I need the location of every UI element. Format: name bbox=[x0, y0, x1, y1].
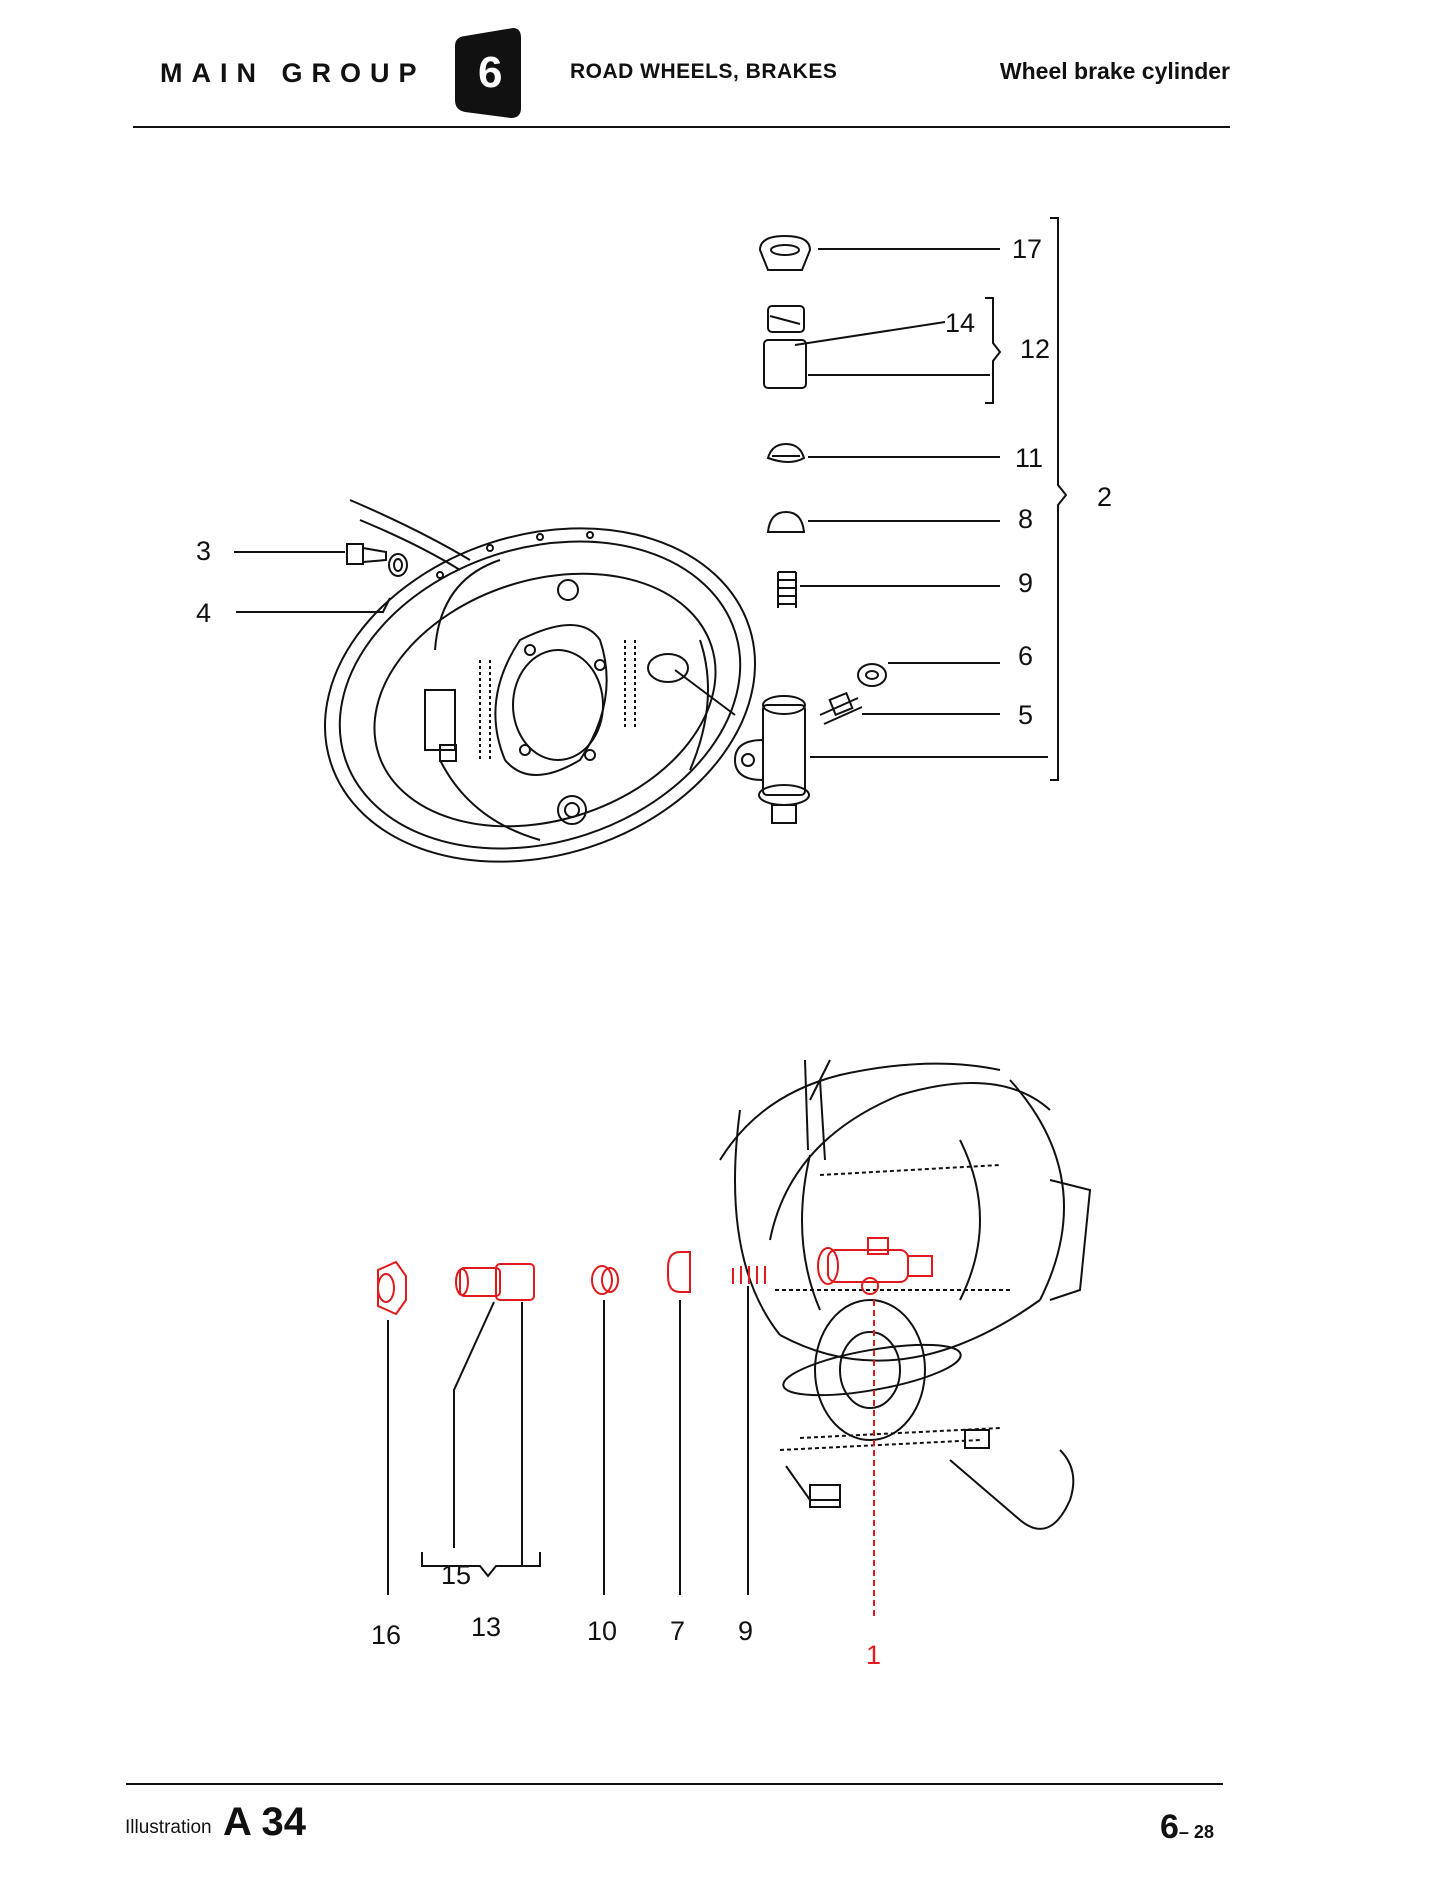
callout-5: 5 bbox=[1018, 700, 1033, 730]
callout-13: 13 bbox=[471, 1612, 501, 1642]
red-piston-assembly-icon bbox=[455, 1263, 535, 1301]
red-cup-filler-icon bbox=[667, 1251, 691, 1293]
hex-bolt-icon bbox=[346, 543, 387, 565]
header-rule bbox=[133, 126, 1230, 128]
red-spring-icon bbox=[732, 1266, 766, 1284]
group-number: 6 bbox=[478, 48, 503, 97]
bleeder-valve-icon bbox=[819, 691, 863, 725]
callout-6: 6 bbox=[1018, 641, 1033, 671]
page-number-main: 6 bbox=[1160, 1808, 1179, 1846]
brake-backing-plate-icon bbox=[324, 499, 756, 863]
piston-assembly-icon bbox=[763, 305, 807, 389]
page-subject: Wheel brake cylinder bbox=[999, 58, 1230, 84]
callout-3: 3 bbox=[196, 536, 211, 566]
callout-2: 2 bbox=[1097, 482, 1112, 512]
wheel-cylinder-housing-icon bbox=[733, 695, 810, 824]
red-wheel-cylinder-icon bbox=[817, 1237, 933, 1295]
callout-12: 12 bbox=[1020, 334, 1050, 364]
callout-4: 4 bbox=[196, 598, 211, 628]
callout-8: 8 bbox=[1018, 504, 1033, 534]
bleeder-cap-icon bbox=[857, 663, 887, 687]
illustration-label: Illustration bbox=[125, 1817, 212, 1838]
main-group-label: MAIN GROUP bbox=[160, 58, 426, 88]
callout-1: 1 bbox=[866, 1640, 881, 1670]
section-title: ROAD WHEELS, BRAKES bbox=[570, 60, 838, 83]
red-cup-seal-icon bbox=[591, 1265, 619, 1295]
brake-drum-assembly-icon bbox=[719, 1059, 1092, 1530]
cup-filler-icon bbox=[766, 510, 806, 533]
page-number-sub: – 28 bbox=[1178, 1822, 1214, 1842]
page-number: 6– 28 bbox=[1160, 1808, 1214, 1847]
footer-rule bbox=[126, 1783, 1223, 1785]
callout-16: 16 bbox=[371, 1620, 401, 1650]
callout-17: 17 bbox=[1012, 234, 1042, 264]
illustration-code: A 34 bbox=[223, 1800, 307, 1844]
callout-7: 7 bbox=[670, 1616, 685, 1646]
spring-icon bbox=[777, 571, 797, 608]
callout-11: 11 bbox=[1015, 443, 1043, 473]
page-header: MAIN GROUP 6 ROAD WHEELS, BRAKES Wheel b… bbox=[0, 0, 1445, 140]
red-dust-cap-icon bbox=[377, 1260, 407, 1316]
callout-15: 15 bbox=[441, 1560, 471, 1590]
group-badge-icon bbox=[455, 28, 521, 118]
dust-cap-icon bbox=[758, 234, 812, 271]
callout-9-bottom: 9 bbox=[738, 1616, 753, 1646]
spring-washer-icon bbox=[388, 553, 408, 577]
cup-seal-icon bbox=[766, 442, 806, 463]
callout-14: 14 bbox=[945, 308, 975, 338]
callout-9-top: 9 bbox=[1018, 568, 1033, 598]
callout-10: 10 bbox=[587, 1616, 617, 1646]
